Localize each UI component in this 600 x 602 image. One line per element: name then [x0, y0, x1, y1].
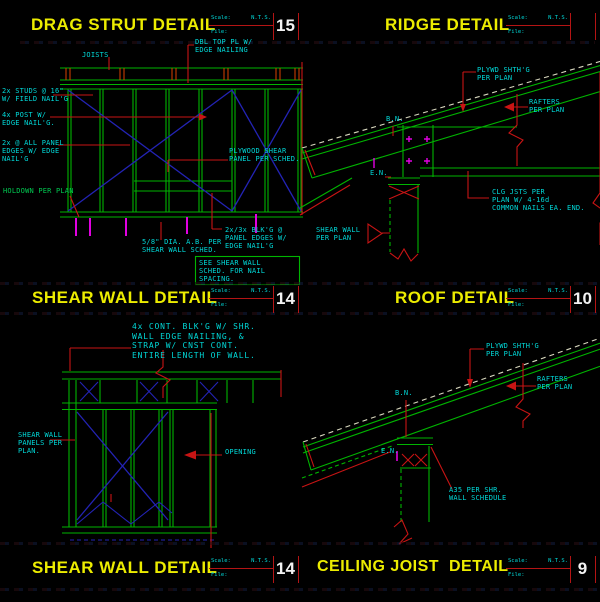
title-ridge-detail: RIDGE DETAIL — [385, 15, 510, 34]
scale-value: N.T.S. — [548, 558, 568, 564]
leader-arrow — [504, 102, 514, 112]
blocking-label: 2x/3x BLK'G @ PANEL EDGES W/ EDGE NAIL'G — [225, 226, 287, 250]
post-label: 4x POST W/ EDGE NAIL'G. — [2, 111, 55, 127]
scale-label: Scale: — [211, 558, 231, 564]
file-label: File: — [508, 29, 525, 35]
title-block-divider — [209, 298, 273, 299]
file-label: File: — [211, 572, 228, 578]
title-block-bottom-right: Scale: N.T.S. File: 9 — [506, 556, 596, 583]
detail-number: 9 — [577, 559, 588, 578]
anchor-bolt-label: 5/8" DIA. A.B. PER SHEAR WALL SCHED. — [142, 238, 222, 254]
title-block-divider — [595, 556, 596, 583]
title-block-divider — [506, 568, 570, 569]
plywd-sheathing-label-2: PLYWD SHTH'G PER PLAN — [486, 342, 539, 358]
scale-label: Scale: — [508, 288, 528, 294]
holdown-label: HOLDOWN PER PLAN — [3, 187, 74, 195]
title-block-divider — [273, 556, 274, 583]
a35-clip-label: A35 PER SHR. WALL SCHEDULE — [449, 486, 507, 502]
detail-number: 14 — [276, 289, 295, 308]
shear-wall-drawing — [50, 347, 282, 548]
detail-number: 15 — [276, 16, 295, 35]
title-block-divider — [298, 13, 299, 40]
scale-value: N.T.S. — [548, 15, 568, 21]
title-ceiling-joist-detail: CEILING JOIST DETAIL — [317, 558, 509, 575]
edge-nailing-label-2: E.N. — [381, 447, 399, 455]
panel-edges-label: 2x @ ALL PANEL EDGES W/ EDGE NAIL'G — [2, 139, 64, 163]
title-block-divider — [506, 298, 570, 299]
leader-arrow — [199, 113, 207, 121]
rafters-label-2: RAFTERS PER PLAN — [537, 375, 573, 391]
scale-label: Scale: — [508, 558, 528, 564]
leader-arrow — [460, 104, 466, 112]
title-block-top-right: Scale: N.T.S. File: — [506, 13, 596, 40]
shear-wall-label: SHEAR WALL PER PLAN — [316, 226, 361, 242]
detail-number: 10 — [573, 289, 592, 308]
rafters-label: RAFTERS PER PLAN — [529, 98, 565, 114]
ceiling-joists-label: CLG JSTS PER PLAN W/ 4-16d COMMON NAILS … — [492, 188, 585, 212]
title-block-divider — [209, 25, 273, 26]
title-block-divider — [595, 286, 596, 313]
studs-label: 2x STUDS @ 16" W/ FIELD NAIL'G — [2, 87, 69, 103]
title-block-divider — [570, 556, 571, 583]
title-block-divider — [273, 13, 274, 40]
title-block-divider — [273, 286, 274, 313]
leader-arrow — [506, 381, 516, 391]
boundary-nailing-label-2: B.N. — [395, 389, 413, 397]
title-drag-strut-detail: DRAG STRUT DETAIL — [31, 15, 216, 34]
file-label: File: — [508, 572, 525, 578]
detail-number: 14 — [276, 559, 295, 578]
scale-value: N.T.S. — [251, 558, 271, 564]
file-label: File: — [211, 302, 228, 308]
scale-label: Scale: — [508, 15, 528, 21]
scale-value: N.T.S. — [251, 288, 271, 294]
file-label: File: — [508, 302, 525, 308]
separator-line — [20, 41, 595, 44]
title-block-divider — [298, 556, 299, 583]
separator-line — [0, 282, 600, 285]
shear-wall-note: SEE SHEAR WALL SCHED. FOR NAIL SPACING. — [199, 259, 266, 283]
separator-line — [0, 588, 600, 591]
title-block-divider — [595, 13, 596, 40]
scale-value: N.T.S. — [251, 15, 271, 21]
plywood-panel-label: PLYWOOD SHEAR PANEL PER SCHED. — [229, 147, 300, 163]
edge-nailing-label: E.N. — [370, 169, 388, 177]
shear-panels-label: SHEAR WALL PANELS PER PLAN. — [18, 431, 63, 455]
title-block-divider — [209, 568, 273, 569]
cont-blocking-label: 4x CONT. BLK'G W/ SHR. WALL EDGE NAILING… — [132, 322, 256, 360]
scale-value: N.T.S. — [548, 288, 568, 294]
title-roof-detail: ROOF DETAIL — [395, 288, 515, 307]
ridge-drawing — [299, 60, 600, 262]
title-block-divider — [506, 25, 570, 26]
title-shear-wall-detail: SHEAR WALL DETAIL — [32, 288, 218, 307]
section-arrow — [367, 222, 383, 245]
title-block-divider — [298, 286, 299, 313]
title-block-top-left: Scale: N.T.S. File: 15 — [209, 13, 299, 40]
opening-label: OPENING — [225, 448, 256, 456]
drag-strut-drawing — [50, 44, 303, 286]
title-shear-wall-detail-2: SHEAR WALL DETAIL — [32, 558, 218, 577]
title-block-divider — [570, 13, 571, 40]
scale-label: Scale: — [211, 288, 231, 294]
title-block-bottom-left: Scale: N.T.S. File: 14 — [209, 556, 299, 583]
plywd-sheathing-label: PLYWD SHTH'G PER PLAN — [477, 66, 530, 82]
separator-line — [0, 312, 600, 315]
roof-drawing — [301, 337, 600, 545]
title-block-mid-right: Scale: N.T.S. File: 10 — [506, 286, 596, 313]
joists-label: JOISTS — [82, 51, 109, 59]
boundary-nailing-label: B.N. — [386, 115, 404, 123]
leader-arrow — [467, 379, 473, 388]
title-block-mid-left: Scale: N.T.S. File: 14 — [209, 286, 299, 313]
opening-arrow — [184, 450, 196, 460]
dbl-top-plate-label: DBL TOP PL W/ EDGE NAILING — [195, 38, 253, 54]
file-label: File: — [211, 29, 228, 35]
separator-line — [0, 542, 600, 545]
scale-label: Scale: — [211, 15, 231, 21]
title-block-divider — [570, 286, 571, 313]
